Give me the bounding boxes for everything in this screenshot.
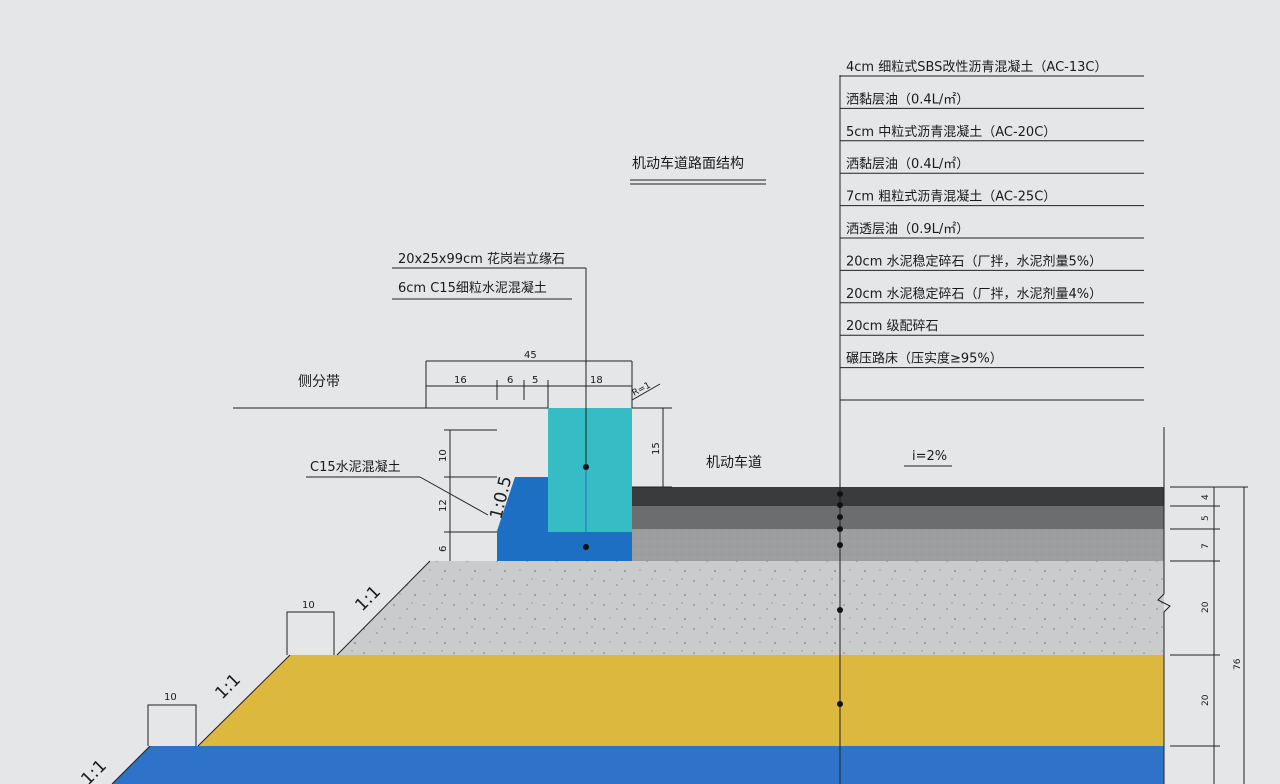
dim-width-total-label: 45 [524,350,537,361]
dim-height-1: 10 [438,449,449,462]
curb-assembly [497,408,632,561]
dim-width-3: 5 [532,375,538,386]
dim-width-1: 16 [454,375,467,386]
subbase-layer [198,655,1164,746]
radius-label: R=1 [631,381,653,399]
granite-kerb [548,408,632,532]
pavement-layers [112,487,1164,784]
dim-height-3: 6 [438,546,449,552]
dim-width-4: 18 [590,375,603,386]
median-label: 侧分带 [298,374,340,390]
medium-asphalt-layer [632,506,1164,529]
thickness-3: 7 [1201,543,1211,549]
layer-row-label: 7cm 粗粒式沥青混凝土（AC-25C） [846,189,1056,205]
layer-row-label: 4cm 细粒式SBS改性沥青混凝土（AC-13C） [846,59,1107,75]
layer-row-label: 20cm 级配碎石 [846,319,939,334]
berm-lower-label: 10 [164,692,177,703]
thickness-1: 4 [1201,494,1211,500]
concrete-backing [497,477,548,561]
layer-callout-dots [837,491,843,707]
slope-lower-label: 1:1 [211,670,244,703]
curb-bedding [548,532,632,561]
lane-label: 机动车道 [706,454,762,471]
backing-leader [419,476,489,516]
thickness-total: 76 [1233,658,1243,670]
radius-leader [631,383,661,401]
top-asphalt-layer [632,487,1164,506]
layer-row-label: 5cm 中粒式沥青混凝土（AC-20C） [846,124,1056,140]
slope-upper-edge [336,560,431,656]
layer-row-label: 20cm 水泥稳定碎石（厂拌，水泥剂量4%） [846,286,1102,302]
layer-row-label: 20cm 水泥稳定碎石（厂拌，水泥剂量5%） [846,253,1102,269]
dim-width-2: 6 [507,375,513,386]
thickness-5: 20 [1201,694,1211,706]
diagram-title: 机动车道路面结构 [632,155,744,172]
kerb-label: 20x25x99cm 花岗岩立缘石 [398,251,565,267]
slope-lower-edge [197,654,291,747]
bedding-marker [583,544,589,550]
thickness-2: 5 [1201,515,1211,521]
bedding-label: 6cm C15细粒水泥混凝土 [398,280,547,296]
thickness-4: 20 [1201,601,1211,613]
slope-upper-label: 1:1 [351,582,384,615]
layer-row-label: 洒黏层油（0.4L/㎡） [846,91,969,107]
layer-row-label: 碾压路床（压实度≥95%） [846,351,1003,367]
berm-upper [286,611,335,655]
slope-bottom-label: 1:1 [77,756,110,784]
layer-table: 4cm 细粒式SBS改性沥青混凝土（AC-13C） 洒黏层油（0.4L/㎡） 5cm… [840,59,1144,401]
crossfall-label: i=2% [912,449,947,464]
base-layer-texture [337,561,1164,655]
dim-height-2: 12 [438,499,449,512]
right-break-line [1157,427,1171,784]
coarse-asphalt-texture [632,529,1164,561]
drawing-lines [111,75,1248,784]
dim-exposed-label: 15 [651,442,662,455]
berm-upper-label: 10 [302,600,315,611]
layer-row-label: 洒黏层油（0.4L/㎡） [846,156,969,172]
slope-bottom-edge [111,745,151,784]
subgrade-layer [112,746,1164,784]
layer-row-label: 洒透层油（0.9L/㎡） [846,222,969,237]
berm-lower [147,704,197,746]
backing-label: C15水泥混凝土 [310,459,401,475]
